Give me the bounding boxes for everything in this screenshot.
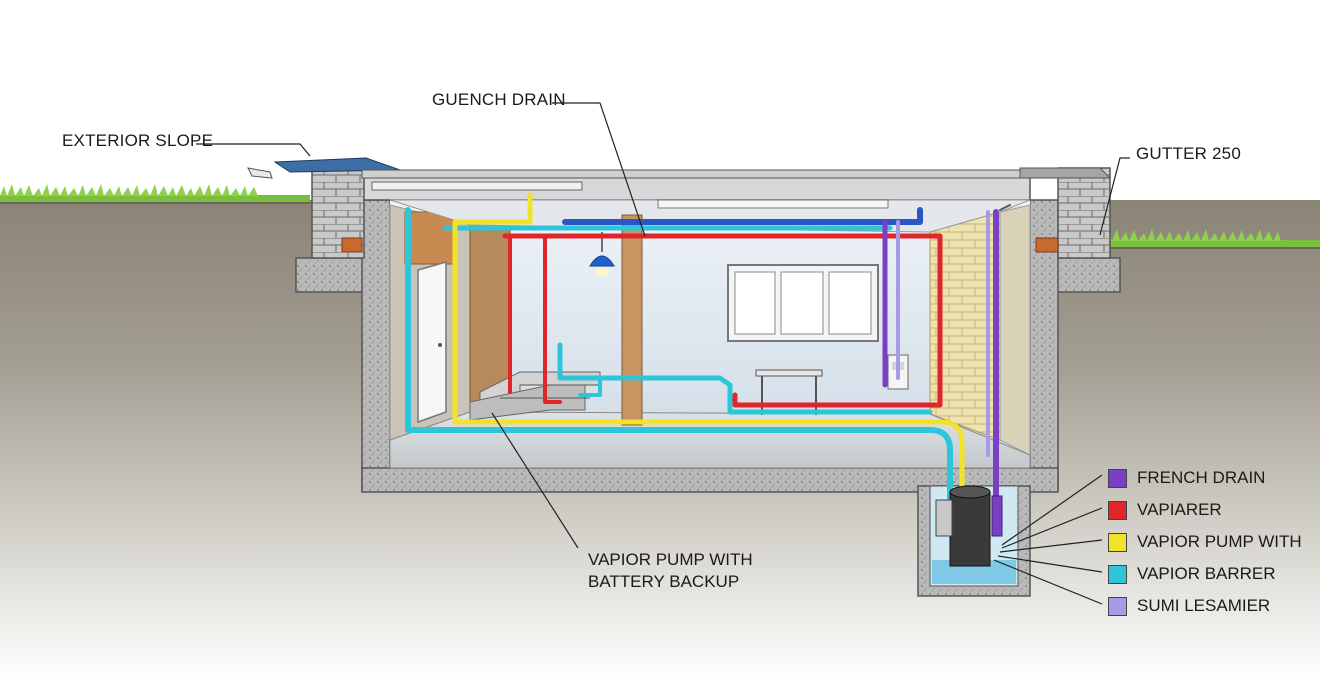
label-quench-drain: GUENCH DRAIN [432,90,566,109]
pipe-network [405,192,1011,528]
grass-right [1105,229,1320,248]
legend-label: SUMI LESAMIER [1137,596,1271,615]
legend-swatch-sumi-lesamier [1108,596,1127,616]
legend-swatch-vapior-barrer [1108,564,1127,584]
legend-label: VAPIOR BARRER [1137,564,1276,583]
legend-item: VAPIOR BARRER [1108,558,1308,590]
label-gutter: GUTTER 250 [1136,144,1241,163]
legend-swatch-french-drain [1108,468,1127,488]
label-vapior-pump: VAPIOR PUMP WITH BATTERY BACKUP [588,549,753,593]
table-icon [755,369,823,415]
label-vapior-pump-line2: BATTERY BACKUP [588,572,740,591]
legend-item: FRENCH DRAIN [1108,462,1308,494]
legend-label: VAPIARER [1137,500,1222,519]
legend: FRENCH DRAIN VAPIARER VAPIOR PUMP WITH V… [1108,462,1308,622]
exterior-slope-cap [247,157,1112,179]
window-icon [727,264,879,342]
grass-left [0,184,310,203]
door-icon [417,261,447,424]
legend-label: VAPIOR PUMP WITH [1137,532,1302,551]
label-exterior-slope: EXTERIOR SLOPE [62,131,214,150]
label-vapior-pump-line1: VAPIOR PUMP WITH [588,550,753,569]
legend-item: VAPIARER [1108,494,1308,526]
legend-item: VAPIOR PUMP WITH [1108,526,1308,558]
callout-lines [196,102,1130,605]
legend-swatch-vapiarer [1108,500,1127,520]
legend-item: SUMI LESAMIER [1108,590,1308,622]
sump-pump-icon [935,485,1003,567]
legend-swatch-vapior-pump [1108,532,1127,552]
exterior-block-walls [311,167,1111,259]
legend-label: FRENCH DRAIN [1137,468,1266,487]
